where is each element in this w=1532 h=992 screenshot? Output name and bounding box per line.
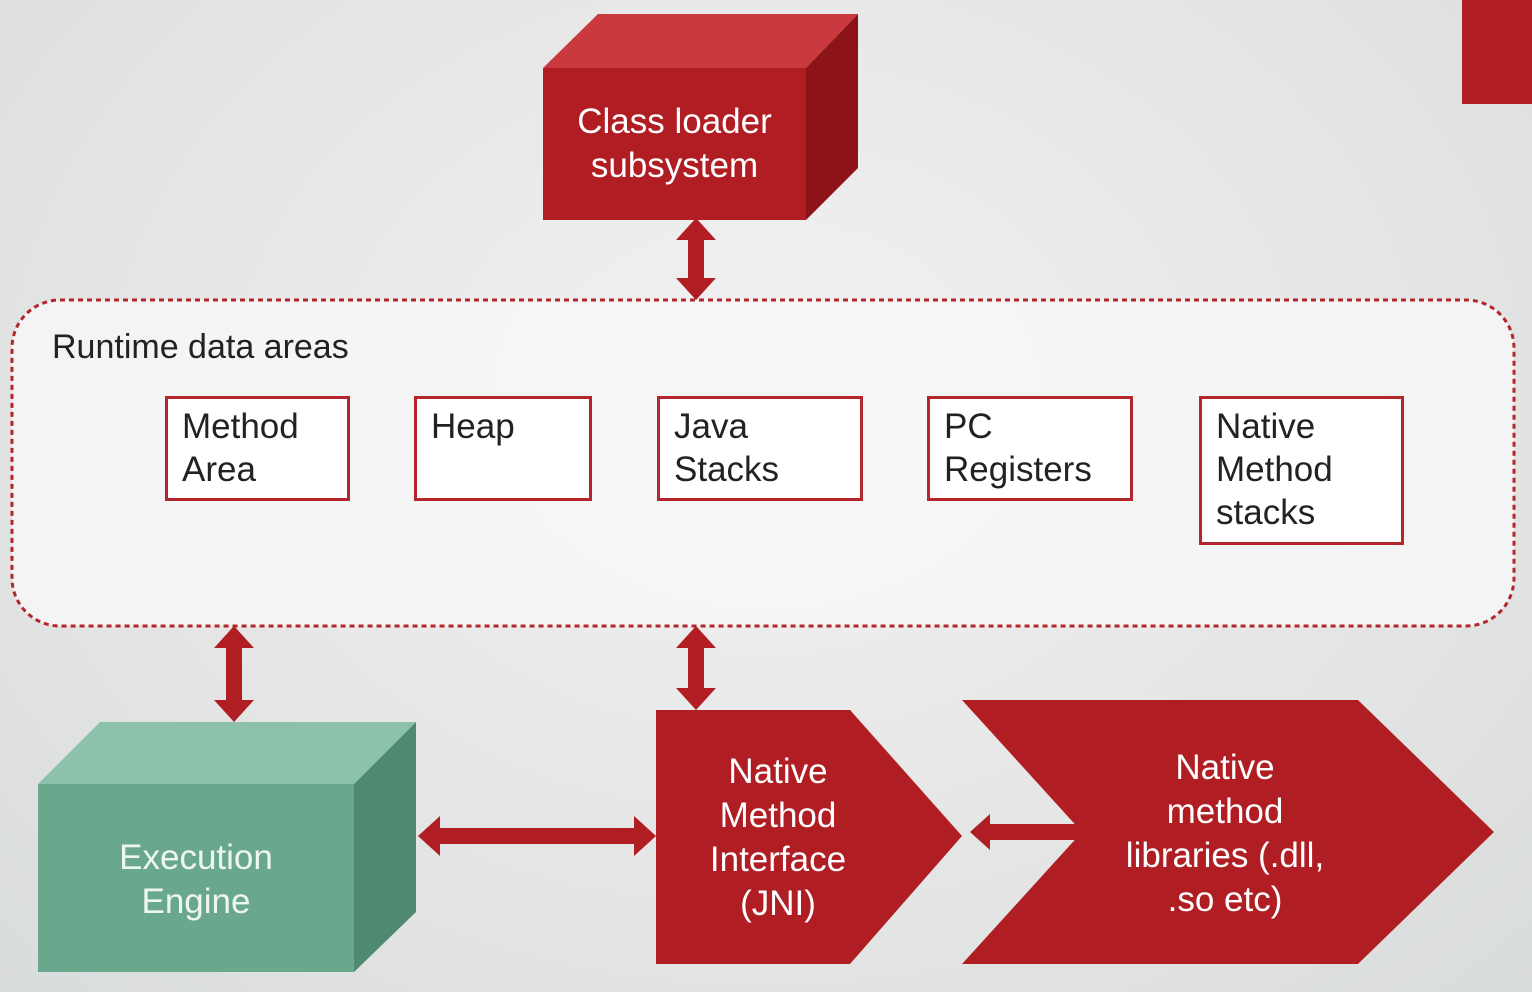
method-area-box[interactable]: Method Area — [165, 396, 350, 501]
native-method-interface-shape[interactable] — [656, 710, 962, 964]
java-stacks-box[interactable]: Java Stacks — [657, 396, 863, 501]
runtime-data-areas-title: Runtime data areas — [52, 328, 349, 366]
arrow-libraries-to-interface — [970, 814, 1082, 850]
arrow-execution-engine-native-interface — [418, 816, 656, 856]
class-loader-label: Class loader subsystem — [577, 102, 772, 185]
native-method-libraries-label: Native method libraries (.dll, .so etc) — [1125, 748, 1325, 919]
native-method-interface-label: Native Method Interface (JNI) — [709, 752, 847, 923]
arrow-runtime-native-interface — [676, 626, 716, 710]
native-method-stacks-box[interactable]: Native Method stacks — [1199, 396, 1404, 545]
native-method-libraries-shape[interactable] — [962, 700, 1494, 964]
execution-engine-block[interactable] — [38, 722, 416, 972]
execution-engine-label: Execution Engine — [119, 838, 273, 921]
heap-box[interactable]: Heap — [414, 396, 592, 501]
class-loader-block[interactable] — [543, 14, 858, 220]
arrow-runtime-execution-engine — [214, 626, 254, 722]
arrow-classloader-runtime — [676, 218, 716, 300]
corner-accent — [1462, 0, 1532, 104]
pc-registers-box[interactable]: PC Registers — [927, 396, 1133, 501]
